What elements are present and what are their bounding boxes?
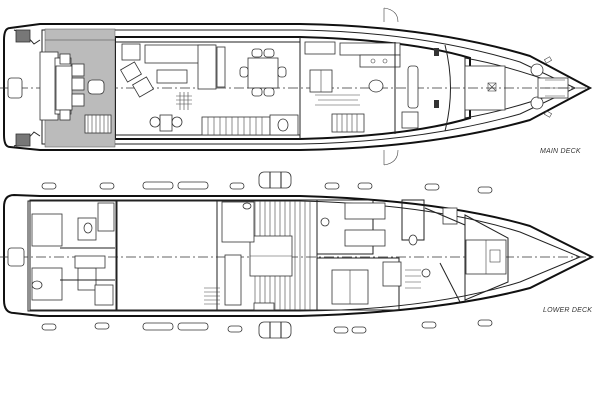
lower-deck-label: LOWER DECK [543,307,593,314]
salon-dining [115,41,300,136]
crew-quarters [29,199,117,311]
galley-helm [299,37,451,139]
main-deck-label: MAIN DECK [540,148,581,155]
aft-cockpit [7,28,116,148]
guest-cabins [316,199,509,311]
master-stateroom [204,199,318,311]
engine-room [116,199,218,311]
